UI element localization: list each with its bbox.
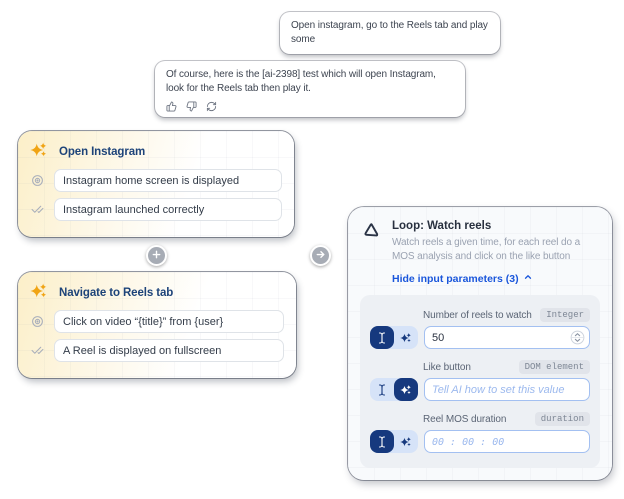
manual-mode-button[interactable] (370, 326, 394, 349)
assertion-field[interactable]: Instagram launched correctly (54, 198, 282, 221)
param-type-badge: duration (534, 412, 590, 426)
step-card-navigate-reels: Navigate to Reels tab Click on video “{t… (18, 272, 296, 378)
hide-parameters-label: Hide input parameters (3) (392, 272, 519, 285)
loop-description: Watch reels a given time, for each reel … (392, 237, 581, 262)
text-cursor-icon (378, 383, 386, 396)
param-row-number-of-reels: Number of reels to watch Integer (370, 308, 590, 349)
user-chat-bubble: Open instagram, go to the Reels tab and … (280, 12, 500, 54)
param-row-like-button: Like button DOM element (370, 360, 590, 401)
step-card-open-instagram: Open Instagram Instagram home screen is … (18, 131, 294, 237)
loop-header-text: Loop: Watch reels Watch reels a given ti… (392, 220, 598, 285)
step-header: Navigate to Reels tab (30, 282, 284, 304)
chevron-up-icon (523, 272, 533, 285)
param-label: Reel MOS duration (423, 413, 507, 425)
step-title: Open Instagram (59, 146, 146, 158)
manual-mode-button[interactable] (370, 378, 394, 401)
assistant-chat-bubble: Of course, here is the [ai-2398] test wh… (155, 61, 465, 117)
arrow-right-icon (315, 247, 326, 265)
ai-mode-button[interactable] (394, 378, 418, 401)
check-check-icon (30, 203, 44, 216)
add-step-button[interactable] (146, 245, 167, 266)
manual-mode-button[interactable] (370, 430, 394, 453)
text-cursor-icon (378, 331, 386, 344)
sparkles-icon (30, 282, 48, 305)
ai-mode-button[interactable] (394, 430, 418, 453)
target-icon (30, 174, 44, 187)
input-mode-toggle (370, 378, 418, 401)
check-check-icon (30, 344, 44, 357)
loop-icon (362, 221, 381, 285)
like-button-input[interactable] (424, 378, 590, 401)
flow-arrow-button[interactable] (310, 245, 331, 266)
goal-field[interactable]: Click on video “{title}” from {user} (54, 310, 284, 333)
goal-field[interactable]: Instagram home screen is displayed (54, 169, 282, 192)
duration-input[interactable] (424, 430, 590, 453)
assistant-message-text: Of course, here is the [ai-2398] test wh… (166, 69, 436, 94)
user-message-text: Open instagram, go to the Reels tab and … (291, 20, 488, 45)
text-cursor-icon (378, 435, 386, 448)
assertion-row: Instagram launched correctly (30, 198, 282, 221)
hide-parameters-link[interactable]: Hide input parameters (3) (392, 272, 598, 285)
step-header: Open Instagram (30, 141, 282, 163)
sparkles-icon (400, 332, 411, 342)
goal-row: Instagram home screen is displayed (30, 169, 282, 192)
input-parameters-panel: Number of reels to watch Integer (360, 295, 600, 468)
target-icon (30, 315, 44, 328)
step-title: Navigate to Reels tab (59, 287, 174, 299)
ai-mode-button[interactable] (394, 326, 418, 349)
assertion-row: A Reel is displayed on fullscreen (30, 339, 284, 362)
input-mode-toggle (370, 326, 418, 349)
input-mode-toggle (370, 430, 418, 453)
loop-title: Loop: Watch reels (392, 220, 492, 232)
sparkles-icon (30, 141, 48, 164)
param-type-badge: DOM element (518, 360, 590, 374)
assertion-field[interactable]: A Reel is displayed on fullscreen (54, 339, 284, 362)
plus-icon (151, 247, 162, 265)
thumbs-down-icon[interactable] (186, 101, 197, 112)
feedback-toolbar (166, 101, 454, 112)
loop-header: Loop: Watch reels Watch reels a given ti… (362, 220, 600, 285)
goal-row: Click on video “{title}” from {user} (30, 310, 284, 333)
sparkles-icon (400, 384, 411, 394)
param-label: Like button (423, 361, 471, 373)
regenerate-icon[interactable] (206, 101, 217, 112)
number-of-reels-input[interactable] (424, 326, 590, 349)
param-label: Number of reels to watch (423, 309, 532, 321)
number-stepper[interactable] (570, 330, 585, 350)
loop-card-watch-reels: Loop: Watch reels Watch reels a given ti… (348, 207, 612, 480)
param-row-reel-mos-duration: Reel MOS duration duration (370, 412, 590, 453)
sparkles-icon (400, 436, 411, 446)
thumbs-up-icon[interactable] (166, 101, 177, 112)
param-type-badge: Integer (540, 308, 590, 322)
